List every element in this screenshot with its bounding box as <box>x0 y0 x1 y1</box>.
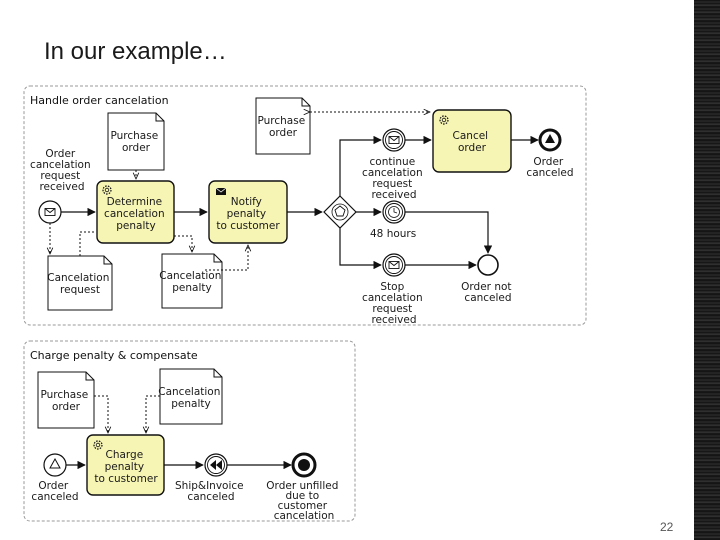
svg-text:Purchase order: Purchase order <box>110 130 161 154</box>
svg-text:Cancelation request: Cancelation request <box>47 272 112 296</box>
label-line: penalty <box>105 461 144 473</box>
label-line: Charge <box>105 449 143 461</box>
label-line: Cancelation <box>47 272 109 284</box>
label-line: Cancelation <box>159 270 221 282</box>
compensation-icon <box>210 460 222 470</box>
cancelation-penalty-document-2[interactable]: Cancelation penalty <box>158 368 223 425</box>
data-associations-pool2 <box>94 395 160 433</box>
label-line: penalty <box>171 398 210 410</box>
purchase-order-document-mid[interactable]: Purchase order <box>107 112 165 171</box>
svg-text:Purchase order: Purchase order <box>257 115 308 139</box>
label-line: penalty <box>227 208 266 220</box>
slide-title: In our example… <box>44 38 227 65</box>
label-line: order <box>269 127 298 139</box>
svg-text:Determine cancelation: Determine cancelation penalty <box>104 196 168 232</box>
svg-text:Purchase order: Purchase order <box>40 389 91 413</box>
label-line: to customer <box>216 220 280 232</box>
end-event-order-unfilled[interactable] <box>291 452 317 478</box>
continue-event-label: continue cancelation request received <box>362 156 426 201</box>
svg-text:Cancel order: Cancel order <box>453 130 492 154</box>
bpmn-diagram: Handle order cancelation Purchase order … <box>23 85 587 522</box>
label-line: Determine <box>107 196 163 208</box>
ship-invoice-label: Ship&Invoice canceled <box>175 480 247 503</box>
purchase-order-document-top[interactable]: Purchase order <box>255 97 311 155</box>
start-event-cancelation-request[interactable] <box>38 200 62 224</box>
label-line: cancelation <box>104 208 165 220</box>
start-event-order-canceled[interactable] <box>43 453 67 477</box>
page-number: 22 <box>660 520 674 534</box>
end-event-order-canceled[interactable] <box>538 128 562 152</box>
task-charge-penalty[interactable]: Charge penalty to customer <box>86 434 165 496</box>
envelope-icon <box>388 136 400 144</box>
send-envelope-icon <box>215 187 227 195</box>
continue-request-received-event[interactable] <box>382 128 406 152</box>
label-line: penalty <box>172 282 211 294</box>
stop-request-received-event[interactable] <box>382 253 406 277</box>
clock-icon <box>388 206 400 218</box>
ship-invoice-canceled-event[interactable] <box>204 453 228 477</box>
envelope-icon <box>388 261 400 269</box>
label-line: Purchase <box>110 130 158 142</box>
order-unfilled-label: Order unfilled due to customer cancelati… <box>266 480 341 522</box>
end-event-order-not-canceled[interactable] <box>477 254 499 276</box>
label-line: Cancelation <box>158 386 220 398</box>
timer-event[interactable] <box>382 200 406 224</box>
pool-title: Handle order cancelation <box>30 94 169 107</box>
label-line: penalty <box>116 220 155 232</box>
label-line: order <box>122 142 151 154</box>
sequence-flows-pool1 <box>61 135 539 270</box>
svg-text:Notify penalty to: Notify penalty to customer <box>216 196 280 232</box>
order-not-canceled-label: Order not canceled <box>461 281 515 304</box>
decorative-side-bar <box>694 0 720 540</box>
svg-text:Cancelation penalty: Cancelation penalty <box>158 386 223 410</box>
task-notify-penalty[interactable]: Notify penalty to customer <box>208 180 288 244</box>
label-line: Notify <box>231 196 262 208</box>
label-line: order <box>52 401 81 413</box>
label-line: Purchase <box>257 115 305 127</box>
cancelation-penalty-document[interactable]: Cancelation penalty <box>159 253 224 309</box>
timer-event-label: 48 hours <box>370 228 416 240</box>
signal-icon <box>545 134 555 143</box>
task-determine-penalty[interactable]: Determine cancelation penalty <box>96 180 175 244</box>
order-canceled-start-label: Order canceled <box>31 480 78 503</box>
order-canceled-label: Order canceled <box>526 156 573 179</box>
terminate-icon <box>298 459 310 471</box>
cancelation-request-document[interactable]: Cancelation request <box>47 255 113 311</box>
start-event-label: Order cancelation request received <box>30 148 94 193</box>
label-line: Purchase <box>40 389 88 401</box>
label-line: to customer <box>94 473 158 485</box>
label-line: request <box>60 284 100 296</box>
data-associations-pool1 <box>50 112 430 271</box>
svg-text:Cancelation penalty: Cancelation penalty <box>159 270 224 294</box>
label-line: order <box>458 142 487 154</box>
pool-title: Charge penalty & compensate <box>30 349 198 362</box>
purchase-order-document[interactable]: Purchase order <box>37 371 95 429</box>
label-line: Cancel <box>453 130 489 142</box>
svg-text:Charge penalty to: Charge penalty to customer <box>94 449 158 485</box>
stop-event-label: Stop cancelation request received <box>362 281 426 326</box>
envelope-icon <box>44 208 56 216</box>
signal-icon <box>49 457 61 469</box>
task-cancel-order[interactable]: Cancel order <box>432 109 512 173</box>
